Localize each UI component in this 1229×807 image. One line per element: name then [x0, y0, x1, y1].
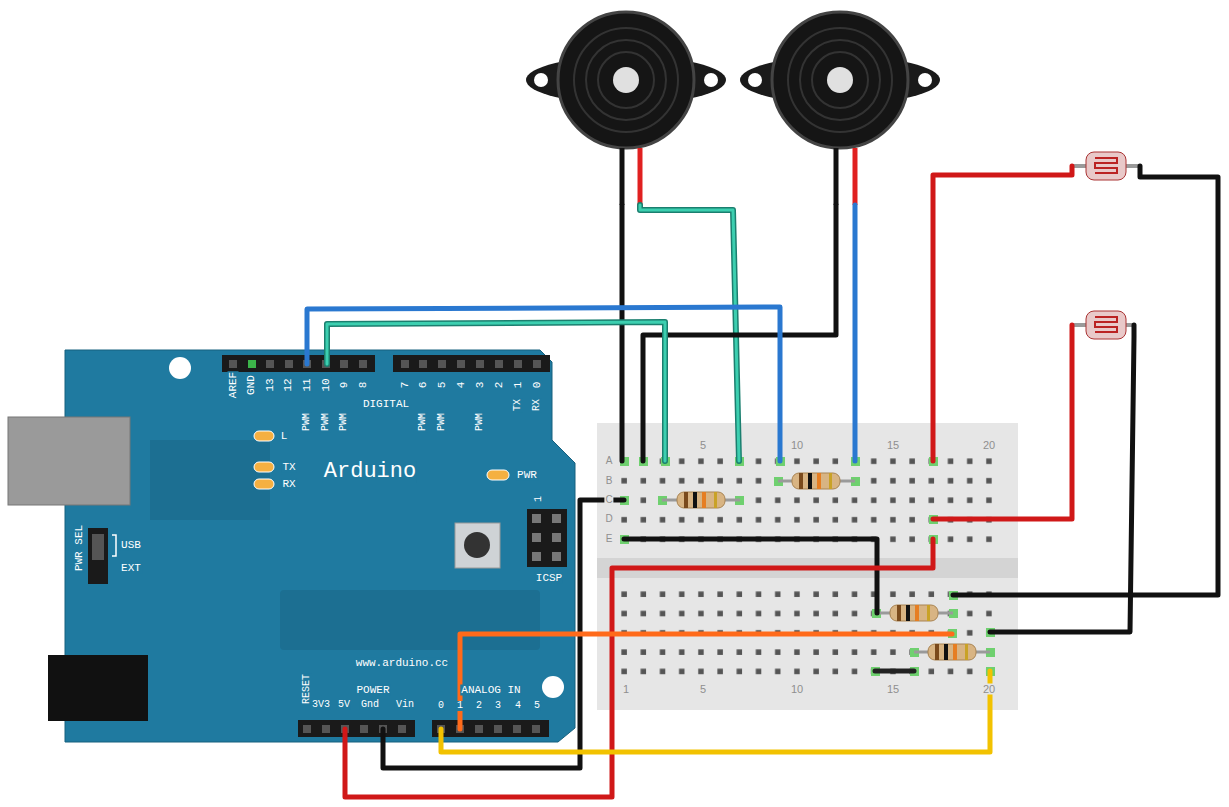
reset-button: [455, 523, 500, 568]
pwm-label: PWM: [321, 412, 331, 432]
pwr-sel-jumper: [88, 528, 108, 584]
board-name: Arduino: [323, 461, 417, 483]
pin-number: 2: [475, 701, 483, 711]
column-number: 5: [699, 440, 707, 451]
led-label: RX: [281, 479, 296, 490]
power-jack: [48, 655, 148, 721]
pin-number: 4: [514, 701, 522, 711]
pwm-label: PWM: [339, 412, 349, 432]
column-number: 10: [790, 440, 804, 451]
column-number: 15: [886, 440, 900, 451]
pin-number: 5: [437, 381, 448, 390]
pin-label: 1: [534, 495, 544, 503]
pin-number: 8: [358, 381, 369, 390]
column-number: 20: [982, 440, 996, 451]
board-url: www.arduino.cc: [355, 658, 449, 669]
icsp-header: [527, 509, 567, 567]
pin-number: 3: [494, 701, 502, 711]
resistor-symbol: [876, 605, 953, 621]
pwm-label: PWM: [302, 412, 312, 432]
reset-button: [464, 532, 490, 558]
column-number: 5: [699, 684, 707, 695]
header-label: POWER: [355, 685, 390, 696]
pin-label: 5V: [337, 700, 351, 710]
pin-label: Vin: [395, 700, 415, 710]
pwm-label: PWM: [475, 412, 485, 432]
led: [487, 470, 509, 480]
jumper-label: USB: [120, 540, 142, 551]
pin-label: Gnd: [360, 700, 380, 710]
pin-number: 6: [418, 381, 429, 390]
board-chip-area: [150, 440, 270, 520]
resistor-symbol: [662, 492, 740, 508]
pin-number: 1: [456, 701, 464, 711]
pin-number: 7: [400, 381, 411, 390]
pwm-label: PWM: [437, 412, 447, 432]
digital-header: [393, 355, 550, 372]
piezo-buzzer: [526, 12, 726, 205]
piezo-buzzer: [740, 12, 940, 205]
led-label: PWR: [516, 470, 538, 481]
resistor-symbol: [778, 473, 855, 489]
pin-number: 10: [321, 377, 332, 392]
photoresistor: [1072, 152, 1140, 180]
pin-label: AREF: [228, 371, 239, 399]
jumper-wire: [875, 669, 914, 674]
column-number: 20: [982, 684, 996, 695]
pin-label: RX: [532, 398, 542, 412]
pin-number: 0: [532, 381, 543, 390]
column-number: 15: [886, 684, 900, 695]
mounting-hole: [542, 676, 564, 698]
pin-number: 12: [283, 377, 294, 392]
pin-number: 9: [339, 381, 350, 390]
header-label: DIGITAL: [362, 399, 410, 410]
jumper-wires: [307, 166, 1218, 797]
column-number: 10: [790, 684, 804, 695]
led: [254, 431, 274, 441]
pin-label: 3V3: [311, 700, 331, 710]
analog-header: [432, 720, 549, 737]
board-chip-area: [280, 590, 540, 650]
mounting-hole: [169, 357, 191, 379]
pin-number: 0: [437, 701, 445, 711]
digital-header: [222, 355, 375, 372]
row-letter: C: [604, 495, 613, 505]
pin-number: 5: [533, 701, 541, 711]
led-label: TX: [281, 462, 296, 473]
pwm-label: PWM: [418, 412, 428, 432]
led: [254, 462, 274, 472]
header-label: ICSP: [535, 573, 563, 584]
pin-number: 1: [513, 381, 524, 390]
power-header: [298, 720, 415, 737]
resistor-symbol: [914, 644, 990, 660]
breadboard-holes: [614, 452, 998, 550]
jumper-label: EXT: [120, 563, 142, 574]
row-letter: A: [605, 456, 614, 466]
pin-number: 3: [475, 381, 486, 390]
usb-connector: [8, 417, 130, 505]
led-label: L: [280, 431, 289, 442]
pin-number: 13: [265, 377, 276, 392]
photoresistor: [1072, 311, 1135, 339]
row-letter: D: [604, 514, 613, 524]
row-letter: B: [605, 476, 614, 486]
pin-number: 4: [456, 381, 467, 390]
header-label: ANALOG IN: [460, 685, 521, 696]
led: [254, 479, 274, 489]
jumper-label: PWR SEL: [74, 524, 85, 572]
column-number: 1: [622, 684, 630, 695]
pin-number: 11: [302, 377, 313, 392]
pin-number: 2: [494, 381, 505, 390]
pin-label: GND: [246, 374, 257, 396]
row-letter: E: [605, 534, 614, 544]
pin-label: TX: [513, 398, 523, 412]
